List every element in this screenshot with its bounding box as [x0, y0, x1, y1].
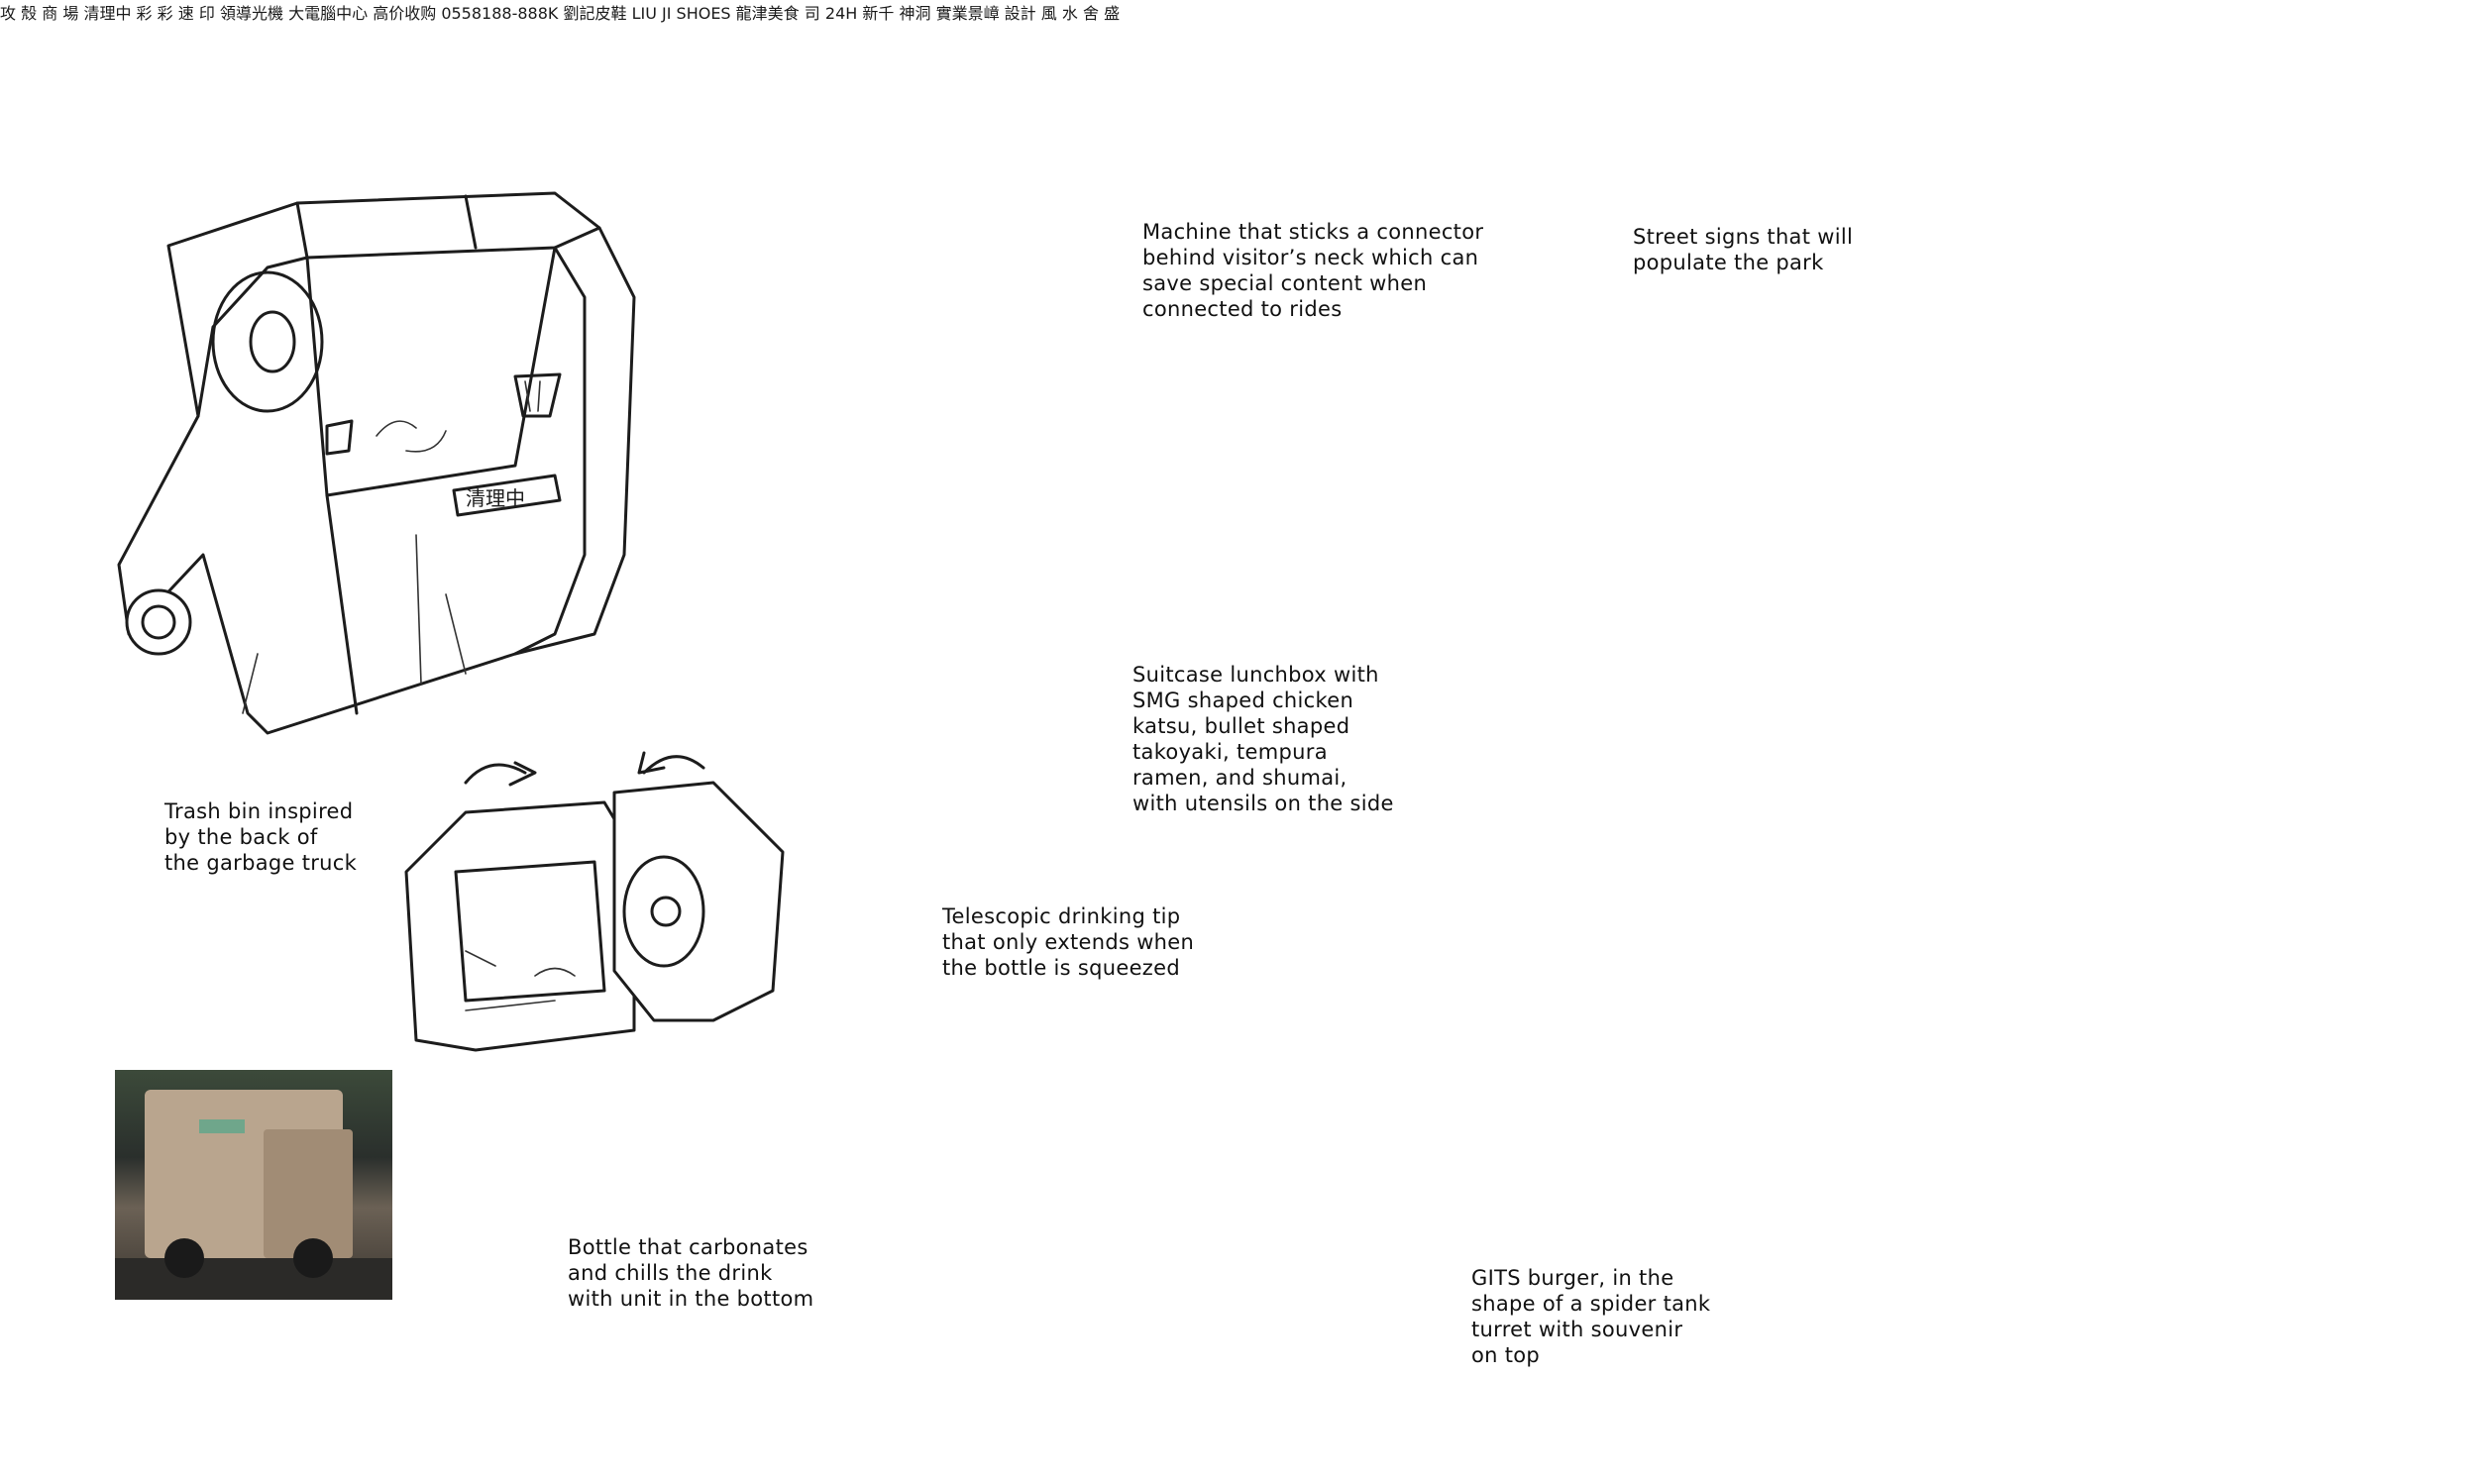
burger-note: GITS burger, in the shape of a spider ta…: [1471, 1266, 1711, 1367]
liu-ji-chinese-text: 劉記皮鞋: [563, 4, 627, 23]
bin-cleaning-label: 清理中: [466, 486, 525, 510]
mall-sign-char-2: 殼: [21, 4, 38, 23]
street-signs-sketches: 攻 殼 商 場 清理中 彩 彩 速 印 領導光機 大電腦中心 高价收购 0558…: [0, 4, 1120, 23]
neck-machine-note: Machine that sticks a connector behind v…: [1142, 220, 1484, 321]
phone-number-text: 0558188-888K: [441, 4, 559, 23]
fengshui-char-4: 盛: [1104, 4, 1121, 23]
guide-light-text: 領導光機: [219, 4, 283, 23]
garbage-truck-reference-photo: [115, 1070, 392, 1300]
high-price-text: 高价收购: [373, 4, 437, 23]
tall-sign-main-text: 實業景嶂: [935, 4, 1000, 23]
trash-bin-note: Trash bin inspired by the back of the ga…: [164, 799, 358, 875]
si-sign-text: 司: [804, 4, 820, 23]
print-char-4: 印: [198, 4, 215, 23]
bottle-note: Bottle that carbonates and chills the dr…: [568, 1235, 814, 1311]
tall-sign-top-text: 新千 神洞: [862, 4, 931, 23]
liu-ji-english-text: LIU JI SHOES: [631, 4, 731, 23]
road-shape: [115, 1258, 392, 1300]
mall-sign-char-3: 商: [42, 4, 58, 23]
lunchbox-note: Suitcase lunchbox with SMG shaped chicke…: [1132, 663, 1394, 815]
street-signs-note: Street signs that will populate the park: [1633, 225, 1854, 274]
tall-sign-bottom-text: 設計: [1004, 4, 1036, 23]
fengshui-char-2: 水: [1061, 4, 1078, 23]
mall-sign-char-4: 場: [62, 4, 79, 23]
computer-center-text: 大電腦中心: [288, 4, 369, 23]
trash-bin-open-sketch: [404, 751, 785, 1052]
long-jin-text: 龍津美食: [735, 4, 800, 23]
print-char-2: 彩: [157, 4, 173, 23]
si-hours-text: 24H: [824, 4, 858, 23]
trash-bin-sketch: 清理中: [117, 191, 636, 735]
fengshui-char-3: 舍: [1083, 4, 1100, 23]
mall-sign-char-1: 攻: [0, 4, 17, 23]
truck-wheel-front: [293, 1238, 333, 1278]
fengshui-char-1: 風: [1040, 4, 1057, 23]
print-char-3: 速: [177, 4, 194, 23]
print-char-1: 彩: [136, 4, 153, 23]
drinking-tip-note: Telescopic drinking tip that only extend…: [942, 904, 1195, 980]
truck-wheel-rear: [164, 1238, 204, 1278]
cleaning-sign-text: 清理中: [83, 4, 132, 23]
truck-cab-shape: [264, 1129, 353, 1258]
truck-roof-sign: [199, 1119, 245, 1133]
